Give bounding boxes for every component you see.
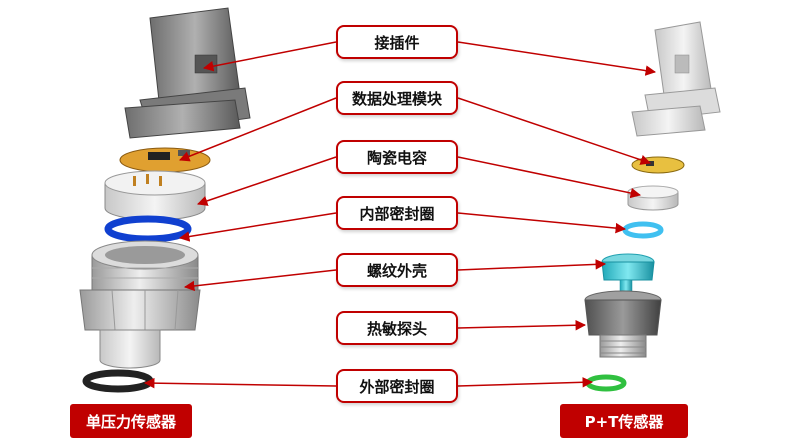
- callout-threaded-shell: 螺纹外壳: [336, 253, 458, 287]
- right-leaders: [457, 41, 657, 388]
- left-connector: [124, 7, 251, 139]
- callout-inner-seal: 内部密封圈: [336, 196, 458, 230]
- right-outer-seal: [585, 374, 627, 392]
- right-connector: [631, 21, 721, 137]
- callout-ceramic-capacitor: 陶瓷电容: [336, 140, 458, 174]
- left-threaded-shell: [79, 240, 201, 369]
- left-outer-seal: [82, 369, 154, 393]
- callout-processing-module: 数据处理模块: [336, 81, 458, 115]
- callout-thermal-probe: 热敏探头: [336, 311, 458, 345]
- left-pcb-module: [119, 147, 211, 173]
- left-leaders: [143, 41, 337, 389]
- right-thermal-probe: [584, 290, 662, 358]
- right-ceramic-capacitor: [627, 185, 679, 211]
- callout-connector: 接插件: [336, 25, 458, 59]
- label-pt-sensor: P+T传感器: [560, 404, 688, 438]
- callout-outer-seal: 外部密封圈: [336, 369, 458, 403]
- label-single-pressure-sensor: 单压力传感器: [70, 404, 192, 438]
- left-inner-seal: [104, 215, 192, 243]
- right-inner-seal: [622, 221, 664, 239]
- left-ceramic-capacitor: [104, 170, 206, 221]
